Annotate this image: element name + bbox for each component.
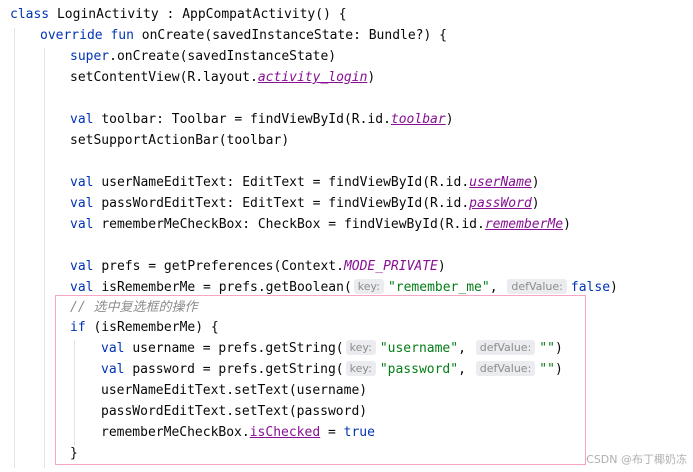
- code-line[interactable]: setSupportActionBar(toolbar): [70, 130, 289, 151]
- code-line[interactable]: setContentView(R.layout.activity_login): [70, 67, 375, 88]
- code-token: "remember_me": [387, 280, 490, 295]
- code-line[interactable]: val password = prefs.getString(key:"pass…: [101, 359, 563, 380]
- code-token: true: [343, 425, 375, 440]
- code-token: ): [367, 70, 376, 85]
- parameter-hint: defValue:: [507, 279, 567, 294]
- code-token: ): [610, 280, 618, 295]
- code-token: val: [70, 259, 102, 274]
- code-line[interactable]: if (isRememberMe) {: [70, 317, 219, 338]
- code-token: ,: [458, 362, 474, 377]
- code-token: toolbar: Toolbar = findViewById(R.id.: [101, 112, 391, 127]
- code-token: =: [320, 425, 344, 440]
- code-token: if: [70, 320, 94, 335]
- code-token: (isRememberMe) {: [93, 320, 219, 335]
- code-token: onCreate(savedInstanceState: Bundle?) {: [141, 28, 447, 43]
- code-token: val: [70, 112, 102, 127]
- code-token: val: [70, 280, 102, 295]
- code-token: setSupportActionBar(toolbar): [70, 133, 290, 148]
- code-token: prefs = getPreferences(Context.: [101, 259, 344, 274]
- code-line[interactable]: userNameEditText.setText(username): [101, 380, 367, 401]
- code-token: ): [531, 196, 540, 211]
- code-token: ,: [458, 341, 474, 356]
- indent-guide: [14, 28, 15, 468]
- code-token: rememberMeCheckBox: CheckBox = findViewB…: [101, 217, 485, 232]
- code-token: // 选中复选框的操作: [70, 300, 198, 315]
- code-token: LoginActivity : AppCompatActivity() {: [56, 7, 347, 22]
- code-token: userNameEditText: EditText = findViewByI…: [101, 175, 470, 190]
- code-token: class: [10, 7, 57, 22]
- parameter-hint: key:: [353, 279, 384, 294]
- code-token: false: [570, 280, 611, 295]
- code-token: val: [70, 217, 102, 232]
- indent-guide: [44, 48, 45, 468]
- code-token: rememberMeCheckBox.: [101, 425, 250, 440]
- highlight-box: [55, 295, 586, 465]
- code-token: val: [101, 362, 133, 377]
- code-token: activity_login: [257, 70, 368, 85]
- code-line[interactable]: val isRememberMe = prefs.getBoolean(key:…: [70, 277, 618, 298]
- code-line[interactable]: val passWordEditText: EditText = findVie…: [70, 193, 540, 214]
- code-token: ): [563, 217, 571, 232]
- code-token: userName: [469, 175, 532, 190]
- code-token: password = prefs.getString(: [132, 362, 344, 377]
- code-line[interactable]: val username = prefs.getString(key:"user…: [101, 338, 563, 359]
- code-token: "password": [379, 362, 459, 377]
- code-line[interactable]: class LoginActivity : AppCompatActivity(…: [10, 4, 347, 25]
- code-token: "": [539, 341, 555, 356]
- parameter-hint: defValue:: [475, 340, 536, 355]
- code-token: val: [70, 196, 102, 211]
- code-token: isRememberMe = prefs.getBoolean(: [101, 280, 352, 295]
- indent-guide: [74, 340, 75, 446]
- parameter-hint: defValue:: [475, 361, 536, 376]
- code-line[interactable]: val userNameEditText: EditText = findVie…: [70, 172, 540, 193]
- code-token: ): [554, 341, 563, 356]
- code-line[interactable]: super.onCreate(savedInstanceState): [70, 46, 336, 67]
- code-token: ,: [489, 280, 506, 295]
- code-line[interactable]: rememberMeCheckBox.isChecked = true: [101, 422, 375, 443]
- code-token: "": [539, 362, 555, 377]
- code-token: ): [445, 112, 454, 127]
- code-token: toolbar: [390, 112, 446, 127]
- code-token: ): [531, 175, 540, 190]
- code-line[interactable]: val rememberMeCheckBox: CheckBox = findV…: [70, 214, 571, 235]
- code-line[interactable]: val toolbar: Toolbar = findViewById(R.id…: [70, 109, 454, 130]
- code-token: super: [70, 49, 110, 64]
- code-line[interactable]: // 选中复选框的操作: [70, 297, 197, 318]
- code-token: .onCreate(savedInstanceState): [109, 49, 337, 64]
- code-token: override fun: [40, 28, 142, 43]
- code-token: MODE_PRIVATE: [343, 259, 438, 274]
- code-token: val: [70, 175, 102, 190]
- code-line[interactable]: }: [70, 443, 78, 464]
- code-token: val: [101, 341, 133, 356]
- code-token: rememberMe: [484, 217, 564, 232]
- code-token: setContentView(R.layout.: [70, 70, 258, 85]
- code-line[interactable]: val prefs = getPreferences(Context.MODE_…: [70, 256, 446, 277]
- code-line[interactable]: override fun onCreate(savedInstanceState…: [40, 25, 447, 46]
- code-token: }: [70, 446, 78, 461]
- code-token: ): [554, 362, 563, 377]
- watermark: CSDN @布丁椰奶冻: [586, 453, 687, 466]
- code-token: userNameEditText.setText(username): [101, 383, 368, 398]
- code-token: passWord: [469, 196, 532, 211]
- code-token: passWordEditText.setText(password): [101, 404, 368, 419]
- code-line[interactable]: passWordEditText.setText(password): [101, 401, 367, 422]
- code-token: username = prefs.getString(: [132, 341, 344, 356]
- code-token: passWordEditText: EditText = findViewByI…: [101, 196, 470, 211]
- parameter-hint: key:: [345, 361, 376, 376]
- code-token: isChecked: [249, 425, 321, 440]
- parameter-hint: key:: [345, 340, 376, 355]
- code-token: ): [437, 259, 446, 274]
- code-token: "username": [379, 341, 459, 356]
